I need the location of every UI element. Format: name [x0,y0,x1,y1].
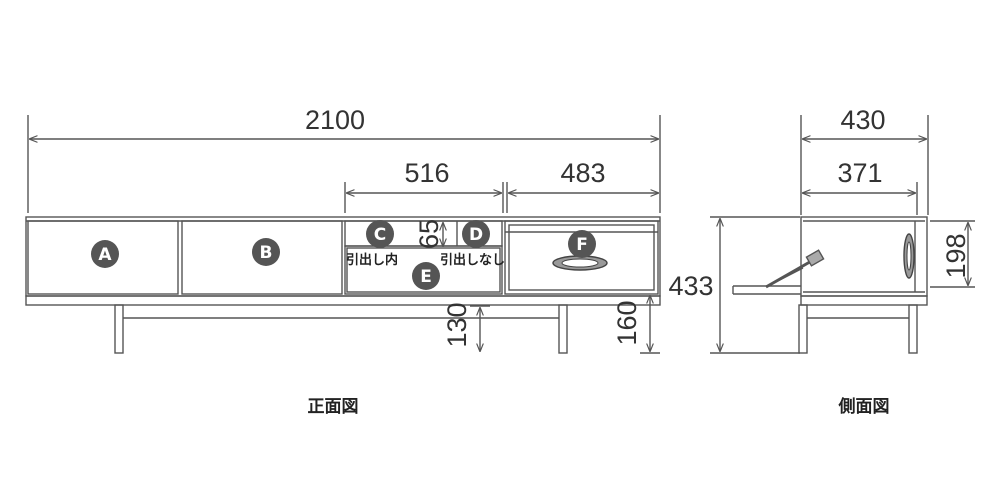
dim-371: 371 [837,158,882,188]
dim-160: 160 [612,300,642,345]
drawer-e [344,245,503,295]
door-b [181,220,343,295]
dim-130: 130 [442,302,472,347]
badge-e: E [412,262,440,290]
dim-430: 430 [840,105,885,135]
door-a [27,220,179,295]
badge-c: C [366,220,394,248]
svg-text:F: F [576,235,588,255]
dim-65: 65 [414,219,444,249]
badge-a: A [91,240,119,268]
svg-text:E: E [420,267,432,287]
dim-433: 433 [668,271,713,301]
caption-front-view: 正面図 [308,397,359,417]
compartment-f [504,220,659,295]
badge-f: F [568,230,596,258]
svg-text:A: A [98,245,112,265]
dim-198: 198 [941,233,971,278]
side-view [710,115,975,354]
dim-total-width: 2100 [305,105,365,135]
svg-text:C: C [374,225,386,245]
front-plinth [25,295,661,306]
leg-right [558,304,568,354]
svg-text:B: B [260,243,273,263]
dim-483: 483 [560,158,605,188]
badge-d: D [462,220,490,248]
badge-b: B [252,238,280,266]
dim-516: 516 [404,158,449,188]
front-view [25,115,661,354]
note-drawer-inside: 引出し内 [346,252,398,268]
caption-side-view: 側面図 [838,396,890,417]
note-no-drawer: 引出しなし [440,252,505,268]
svg-text:D: D [469,225,483,245]
leg-left [114,304,124,354]
